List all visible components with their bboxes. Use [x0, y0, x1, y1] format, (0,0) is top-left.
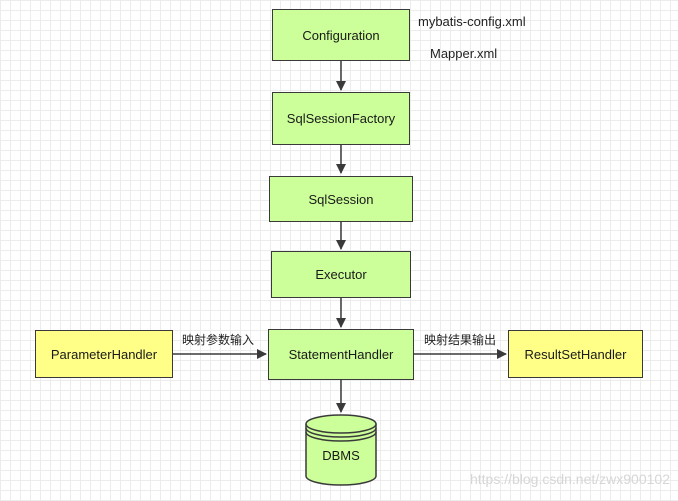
sqlsession-node: SqlSession	[269, 176, 413, 222]
dbms-label: DBMS	[322, 448, 360, 463]
sqlsessionfactory-node: SqlSessionFactory	[272, 92, 410, 145]
dbms-cylinder	[305, 414, 377, 486]
watermark: https://blog.csdn.net/zwx900102	[469, 471, 670, 487]
resultsethandler-node: ResultSetHandler	[508, 330, 643, 378]
result-output-label: 映射结果输出	[424, 333, 497, 347]
statementhandler-node: StatementHandler	[268, 329, 414, 380]
param-input-label: 映射参数输入	[182, 333, 255, 347]
executor-node: Executor	[271, 251, 411, 298]
parameterhandler-node: ParameterHandler	[35, 330, 173, 378]
config-file-note: mybatis-config.xml	[418, 14, 526, 29]
mapper-file-note: Mapper.xml	[430, 46, 498, 61]
configuration-node: Configuration	[272, 9, 410, 61]
